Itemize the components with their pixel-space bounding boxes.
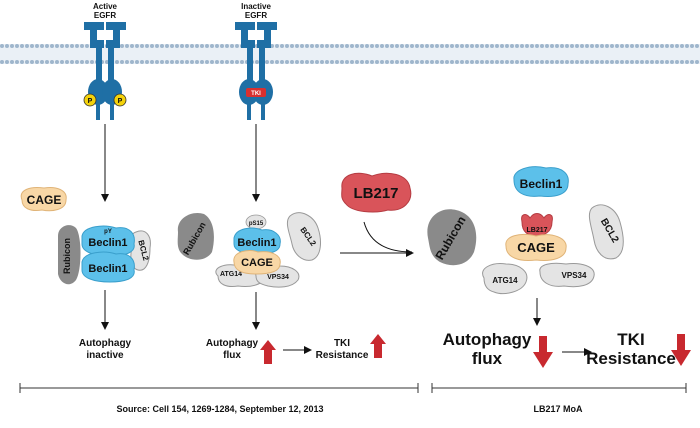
cage-shape-left: [20, 187, 67, 212]
inactive-egfr-receptor: TKI: [235, 22, 277, 120]
cell-membrane: [0, 44, 700, 64]
beclin-shape-left-bottom: [81, 251, 135, 283]
middle-complex: Rubicon BCL2 pS15 Beclin1 ATG14 VPS34 CA…: [177, 212, 321, 288]
rubicon-shape-right: [427, 209, 477, 266]
atg14-shape-right: [482, 263, 528, 295]
rubicon-label-left: Rubicon: [62, 238, 72, 274]
tki-label: TKI: [251, 91, 261, 97]
left-outcome-label: Autophagy inactive: [78, 338, 132, 361]
vps34-shape-right: [539, 262, 595, 288]
inactive-egfr-label: Inactive EGFR: [241, 2, 271, 20]
middle-resistance-label: TKI Resistance: [315, 338, 369, 361]
footer-bracket-left: [19, 383, 419, 393]
right-complex: Beclin1 Rubicon LB217 CAGE BCL2 ATG14 VP…: [427, 166, 624, 295]
beclin-shape-right: [513, 166, 569, 197]
right-flux-label: Autophagy flux: [442, 330, 532, 368]
vps34-label-middle: VPS34: [267, 274, 289, 281]
lb217-shape: [341, 172, 412, 213]
phospho-badge-right: [113, 93, 127, 107]
right-resistance-label: TKI Resistance: [586, 330, 676, 368]
source-citation: Source: Cell 154, 1269-1284, September 1…: [116, 404, 324, 414]
beclin-label-right: Beclin1: [520, 177, 563, 191]
active-egfr-label: Active EGFR: [92, 2, 117, 20]
rubicon-shape-middle: [177, 212, 214, 260]
py-label: pY: [104, 229, 112, 235]
beclin-label-middle: Beclin1: [237, 237, 276, 249]
vps34-label-right: VPS34: [562, 271, 587, 280]
atg14-label-middle: ATG14: [220, 271, 242, 278]
up-arrow-flux: [260, 340, 276, 364]
footer-bracket-right: [431, 383, 687, 393]
bcl2-shape-middle: [286, 212, 321, 261]
ps15-label: pS15: [249, 221, 264, 227]
lb217-label-right: LB217: [526, 227, 547, 234]
lb217-label: LB217: [353, 185, 398, 202]
down-arrow-flux: [533, 336, 553, 368]
rubicon-shape-left: [58, 225, 81, 285]
left-complex: CAGE Rubicon BCL2 Beclin1 pY Beclin1: [20, 187, 151, 285]
cage-shape-right: [505, 233, 567, 261]
cage-shape-middle: [233, 249, 281, 275]
atg14-label-right: ATG14: [492, 276, 518, 285]
phospho-badge-left: [83, 93, 97, 107]
tki-badge: [246, 88, 266, 97]
lb217-drug: LB217: [341, 172, 412, 213]
down-arrow-resistance: [671, 334, 691, 366]
cage-label-right: CAGE: [517, 240, 555, 255]
phospho-label-right: P: [118, 98, 123, 105]
active-egfr-receptor: P P: [83, 22, 127, 120]
middle-flux-label: Autophagy flux: [205, 338, 259, 361]
cage-label-middle: CAGE: [241, 257, 273, 269]
cage-label-left: CAGE: [27, 193, 62, 207]
moa-label: LB217 MoA: [533, 404, 583, 414]
drug-curve-arrow: [363, 221, 413, 253]
beclin-label-left-bottom: Beclin1: [88, 263, 127, 275]
up-arrow-resistance: [370, 334, 386, 358]
phospho-label-left: P: [88, 98, 93, 105]
beclin-label-left-top: Beclin1: [88, 237, 127, 249]
bcl2-shape-right: [588, 204, 624, 260]
